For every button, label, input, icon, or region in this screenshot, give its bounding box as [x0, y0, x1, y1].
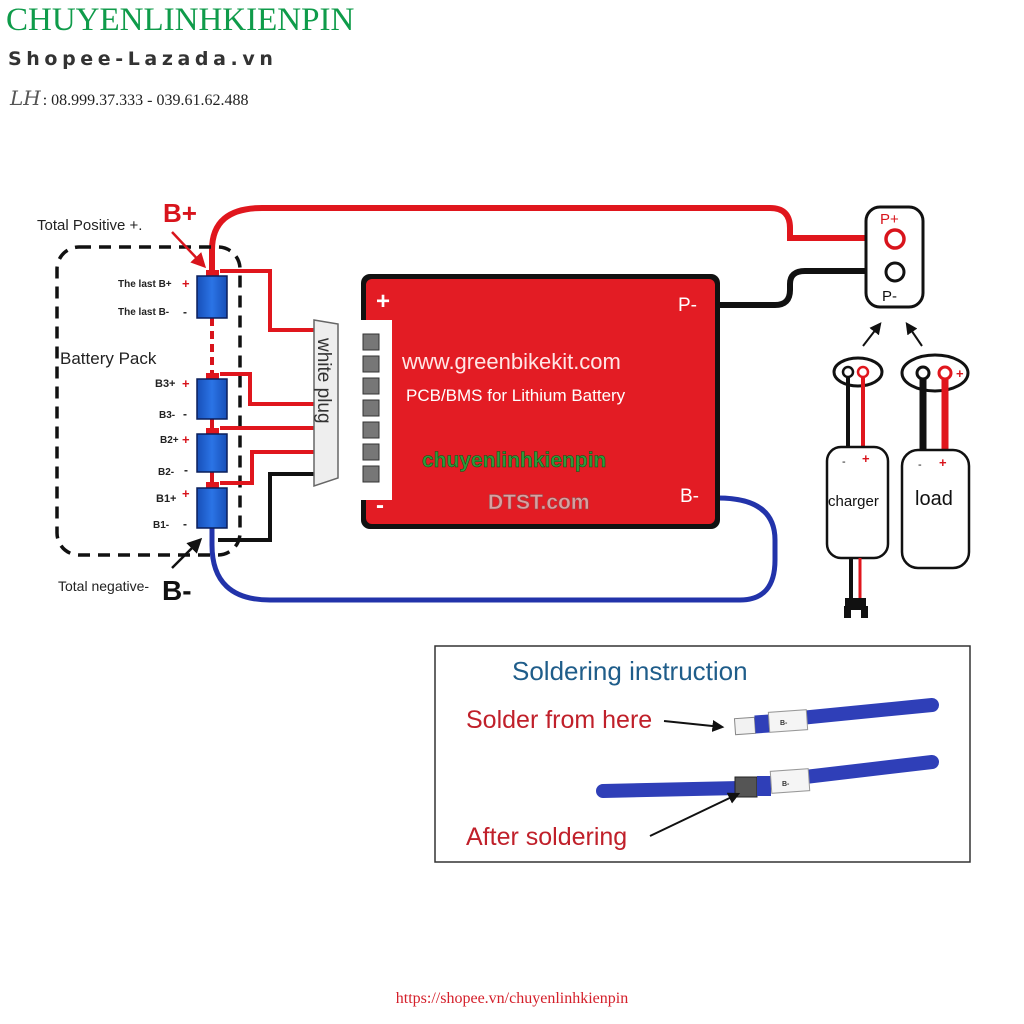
load-device: + - + load — [900, 353, 971, 570]
load-port-plus-label: + — [956, 366, 964, 381]
wire-2-left — [596, 781, 747, 798]
phone-numbers: : 08.999.37.333 - 039.61.62.488 — [42, 92, 249, 109]
brand-title: CHUYENLINHKIENPIN — [6, 2, 355, 38]
bms-website: www.greenbikekit.com — [401, 349, 621, 374]
charger-minus-label: - — [842, 456, 846, 468]
charger-plus-label: + — [862, 451, 870, 466]
soldering-step-1: Solder from here — [466, 706, 652, 734]
load-arrow — [905, 322, 923, 347]
b-minus-arrow — [171, 537, 203, 569]
charger-label: charger — [828, 493, 879, 510]
label-b1-minus: B1- — [153, 520, 169, 531]
bms-b-minus-label: B- — [680, 486, 699, 507]
plus-sign-icon: + — [182, 276, 190, 291]
soldering-instruction-panel: Soldering instruction Solder from here B… — [434, 645, 971, 863]
shop-url[interactable]: https://shopee.vn/chuyenlinhkienpin — [395, 990, 629, 1007]
b-minus-label: B- — [162, 575, 192, 606]
white-plug-label: white plug — [313, 337, 334, 424]
bms-board: + - P- B- www.greenbikekit.com PCB/BMS f… — [360, 274, 720, 529]
charger-arrow — [862, 322, 882, 347]
plus-sign-icon: + — [182, 376, 190, 391]
p-minus-wire — [718, 268, 895, 308]
bms-watermark-shop: chuyenlinhkienpin — [422, 449, 606, 472]
wire-2-right — [798, 755, 939, 784]
cell-b2 — [196, 428, 228, 473]
battery-pack-label: Battery Pack — [60, 349, 157, 368]
load-label: load — [915, 488, 953, 510]
p-plus-terminal-icon — [884, 228, 906, 250]
output-port: P+ P- — [864, 205, 925, 309]
bms-title: PCB/BMS for Lithium Battery — [406, 386, 626, 405]
cell-b1 — [196, 482, 228, 529]
label-b1-plus: B1+ — [156, 493, 177, 505]
signature-icon: LH — [10, 86, 41, 110]
plus-sign-icon: + — [182, 432, 190, 447]
label-last-b-minus: The last B- — [118, 307, 169, 318]
white-plug: white plug — [313, 319, 339, 488]
b-plus-wire — [209, 205, 895, 272]
bms-plus-label: + — [376, 288, 390, 315]
cell-last — [196, 270, 228, 319]
bms-minus-label: - — [376, 492, 384, 519]
plug-icon — [844, 598, 868, 618]
label-b3-minus: B3- — [159, 410, 175, 421]
label-last-b-plus: The last B+ — [118, 279, 172, 290]
plus-sign-icon: + — [182, 486, 190, 501]
charger-device: - + charger — [825, 356, 890, 618]
load-plus-label: + — [939, 455, 947, 470]
load-minus-label: - — [918, 459, 922, 471]
b-minus-wire — [209, 495, 778, 603]
wire-1-tag: B- — [780, 720, 788, 727]
minus-sign-icon: - — [183, 517, 187, 531]
total-negative-label: Total negative- — [58, 578, 149, 594]
port-p-plus-label: P+ — [880, 211, 899, 228]
step-1-arrow — [663, 720, 725, 732]
p-minus-terminal-icon — [884, 261, 906, 283]
bms-watermark-dtst: DTST.com — [488, 491, 590, 514]
label-b2-plus: B2+ — [160, 435, 179, 446]
label-b3-plus: B3+ — [155, 378, 176, 390]
b-plus-label: B+ — [163, 198, 197, 228]
contact-line: LH: 08.999.37.333 - 039.61.62.488 — [10, 86, 249, 110]
minus-sign-icon: - — [183, 407, 187, 421]
soldering-title: Soldering instruction — [512, 656, 748, 686]
step-2-arrow — [649, 792, 741, 837]
minus-sign-icon: - — [183, 305, 187, 319]
port-p-minus-label: P- — [882, 288, 897, 305]
cell-b3 — [196, 373, 228, 420]
label-b2-minus: B2- — [158, 467, 174, 478]
total-positive-label: Total Positive +. — [37, 217, 142, 234]
brand-subtitle: Shopee-Lazada.vn — [8, 48, 278, 70]
bms-p-minus-label: P- — [678, 295, 697, 316]
minus-sign-icon: - — [184, 463, 188, 477]
wire-2-tag: B- — [782, 781, 790, 788]
soldering-step-2: After soldering — [466, 823, 627, 851]
battery-pack-outline — [55, 245, 242, 557]
b-plus-arrow — [171, 231, 207, 269]
